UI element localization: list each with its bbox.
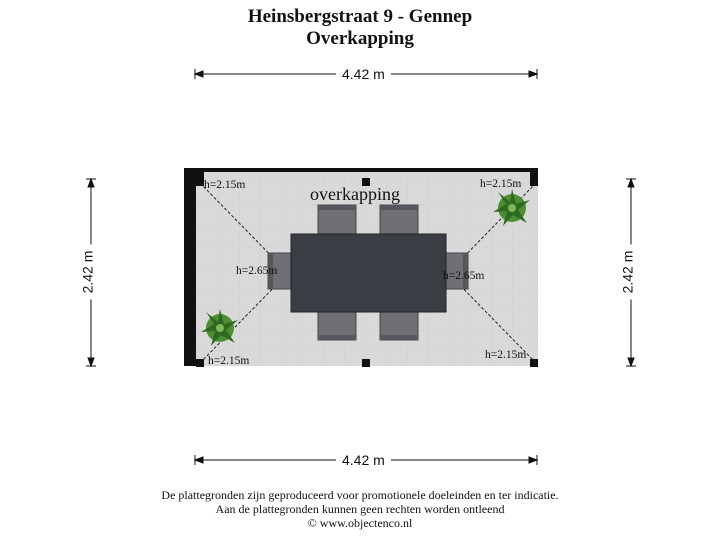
wall-left: [184, 168, 196, 366]
dimension-left-label: 2.42 m: [79, 244, 96, 300]
disclaimer-line-2: Aan de plattegronden kunnen geen rechten…: [215, 502, 505, 516]
dimension-top-label: 4.42 m: [336, 66, 391, 82]
height-top-right: h=2.15m: [480, 178, 522, 190]
post-bottom-right: [530, 359, 538, 367]
height-top-left: h=2.15m: [204, 179, 246, 191]
plant-icon: [201, 309, 238, 346]
chair-icon: [379, 204, 419, 236]
post-top-right: [530, 172, 538, 186]
height-bottom-right: h=2.15m: [485, 349, 527, 361]
room-name: overkapping: [310, 184, 400, 204]
height-ridge-left: h=2.65m: [236, 265, 278, 277]
plan-title: Heinsbergstraat 9 - Gennep: [247, 6, 473, 27]
plan-subtitle: Overkapping: [306, 28, 414, 49]
dining-table-icon: [290, 233, 447, 313]
chair-icon: [317, 309, 357, 341]
wall-top: [184, 168, 538, 172]
dimension-bottom-label: 4.42 m: [336, 452, 391, 468]
post-bottom-middle: [362, 359, 370, 367]
plant-icon: [493, 189, 530, 226]
copyright-line: © www.objectenco.nl: [307, 516, 413, 530]
post-top-left: [196, 172, 204, 186]
disclaimer-line-1: De plattegronden zijn geproduceerd voor …: [161, 488, 559, 502]
height-bottom-left: h=2.15m: [208, 355, 250, 367]
chair-icon: [317, 204, 357, 236]
chair-icon: [379, 309, 419, 341]
height-ridge-right: h=2.65m: [443, 270, 485, 282]
post-top-middle: [362, 178, 370, 186]
dimension-right-label: 2.42 m: [619, 244, 636, 300]
